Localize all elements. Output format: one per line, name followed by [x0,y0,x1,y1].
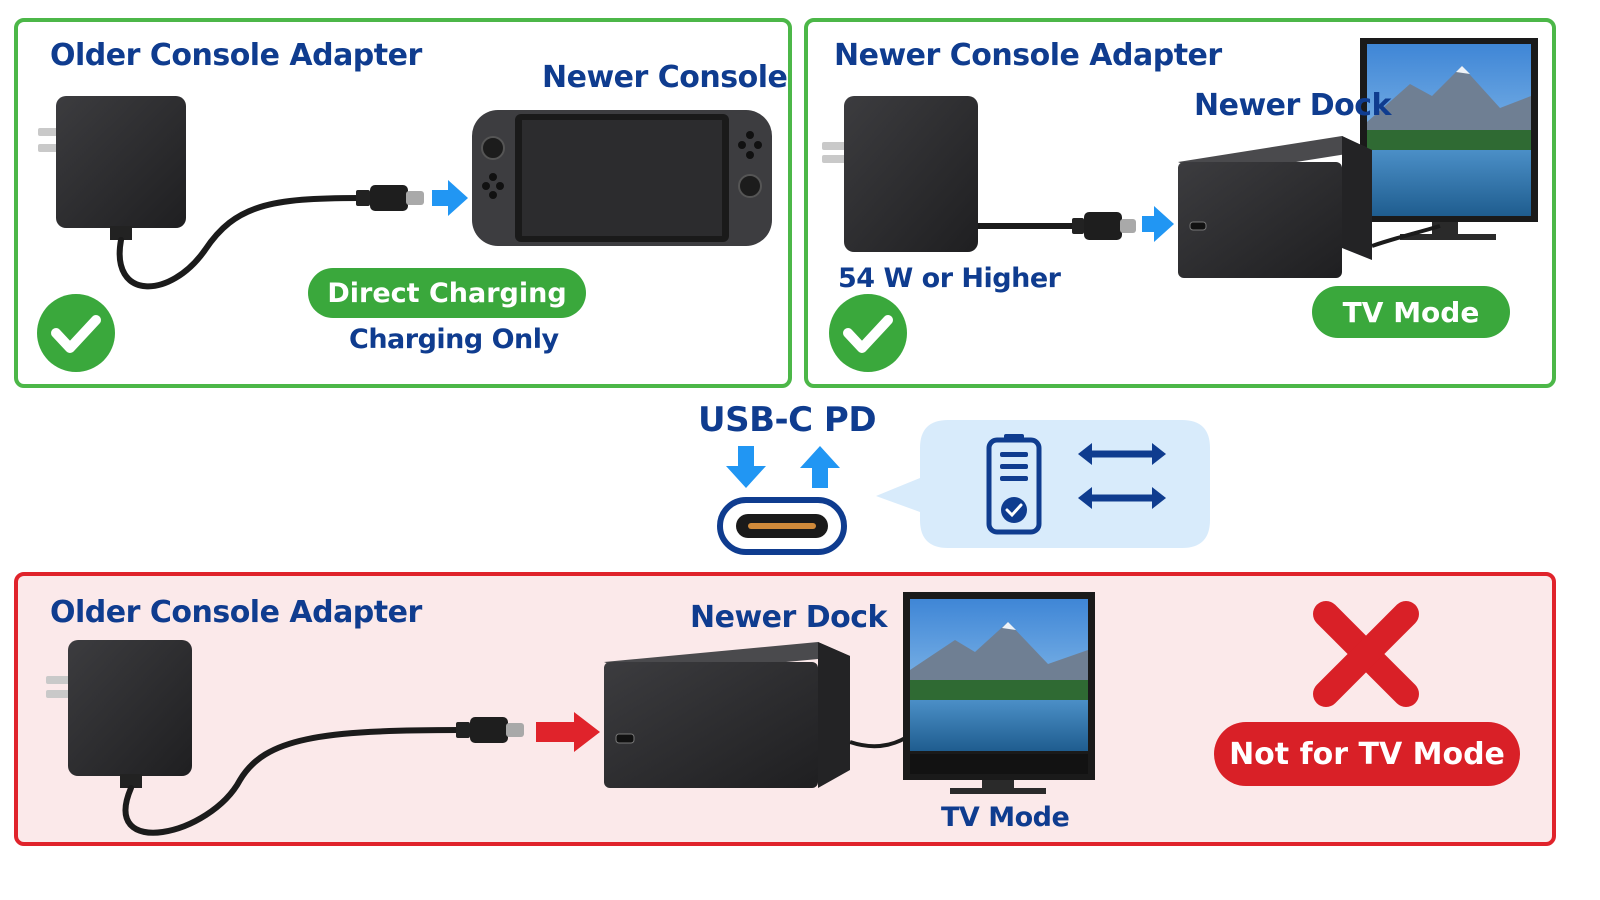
red-x-icon [1313,601,1419,707]
adapter-icon [38,96,186,240]
adapter-icon [46,640,192,788]
console-icon [472,110,772,246]
cable [849,732,914,749]
usb-c-port-icon [717,497,847,555]
wattage-label: 54 W or Higher [838,263,1061,294]
usb-c-plug-icon [1072,212,1136,240]
charging-only-caption: Charging Only [349,324,559,355]
usb-c-pd-title: USB-C PD [698,400,877,440]
tv-icon [1360,38,1538,240]
cable [122,727,463,836]
bottom-adapter-title: Older Console Adapter [50,595,422,630]
dock-icon [1178,136,1372,278]
not-for-tv-mode-badge: Not for TV Mode [1214,722,1520,786]
bottom-dock-label: Newer Dock [690,600,888,635]
tv-icon [903,592,1095,794]
arrow-right-icon [432,180,468,216]
bidirectional-arrows-icon [1078,443,1166,509]
up-arrow-icon [800,446,840,488]
newer-dock-label: Newer Dock [1194,88,1392,123]
direct-charging-badge: Direct Charging [308,268,586,318]
usb-c-plug-icon [456,717,524,743]
battery-check-icon [986,434,1042,535]
check-circle-icon [829,294,907,372]
newer-adapter-title: Newer Console Adapter [834,38,1222,73]
down-arrow-icon [726,446,766,488]
adapter-icon [822,96,978,252]
check-circle-icon [37,294,115,372]
usb-c-plug-icon [356,185,424,211]
arrow-right-icon [1142,206,1174,242]
cable [1371,224,1441,248]
arrow-right-red-icon [536,712,600,752]
tv-mode-badge: TV Mode [1312,286,1510,338]
cable [116,195,363,290]
newer-console-label: Newer Console [542,60,788,95]
older-adapter-title: Older Console Adapter [50,38,422,73]
bottom-tv-mode-label: TV Mode [941,802,1070,833]
dock-icon [604,642,850,788]
speech-bubble [876,420,1210,548]
